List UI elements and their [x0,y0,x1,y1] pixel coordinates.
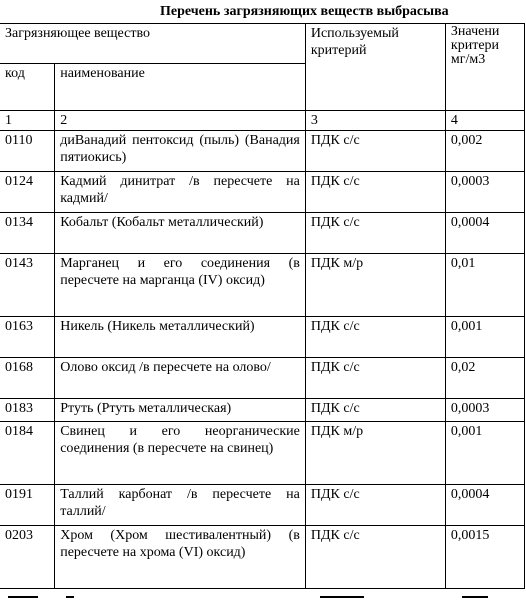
row-code: 0191 [0,484,56,526]
row-code: 0134 [0,212,56,254]
table-row: 0134 Кобальт (Кобальт металлический) ПДК… [0,212,526,254]
row-name: Хром (Хром шестивалентный) (в пересчете … [54,525,306,589]
row-criterion: ПДК с/с [304,357,446,399]
row-name: Ртуть (Ртуть металлическая) [54,398,306,422]
table-row: 0124 Кадмий динитрат /в пересчете на кад… [0,171,526,213]
header-value-line2: критери [450,38,500,53]
table-row: 0110 диВанадий пентоксид (пыль) (Ванадия… [0,130,526,172]
table-row: 0184 Свинец и его неорганические соедине… [0,421,526,485]
row-value: 0,0003 [444,398,526,422]
row-code: 0143 [0,253,56,317]
row-value: 0,0004 [444,212,526,254]
row-value: 0,0003 [444,171,526,213]
row-value: 0,0015 [444,525,526,589]
header-name: наименование [54,63,306,111]
row-name: Таллий карбонат /в пересчете на таллий/ [54,484,306,526]
table-row: 0163 Никель (Никель металлический) ПДК с… [0,316,526,358]
header-value-line3: мг/м3 [450,52,486,67]
row-name: Марганец и его соединения (в пересчете н… [54,253,306,317]
row-name: Кадмий динитрат /в пересчете на кадмий/ [54,171,306,213]
column-number-row: 1 2 3 4 [0,110,526,131]
row-value: 0,0004 [444,484,526,526]
header-value: Значени критери мг/м3 [444,23,526,111]
table-row: 0168 Олово оксид /в пересчете на олово/ … [0,357,526,399]
header-code: код [0,63,56,111]
row-value: 0,001 [444,316,526,358]
row-code: 0183 [0,398,56,422]
row-value: 0,02 [444,357,526,399]
row-code: 0168 [0,357,56,399]
column-number-4: 4 [444,110,526,131]
row-criterion: ПДК м/р [304,253,446,317]
row-name: Олово оксид /в пересчете на олово/ [54,357,306,399]
row-code: 0163 [0,316,56,358]
row-code: 0203 [0,525,56,589]
table-row: 0143 Марганец и его соединения (в пересч… [0,253,526,317]
column-number-2: 2 [54,110,306,131]
row-criterion: ПДК с/с [304,130,446,172]
header-row-group: Загрязняющее вещество Используемый крите… [0,23,526,111]
row-name: диВанадий пентоксид (пыль) (Ванадия пяти… [54,130,306,172]
column-number-1: 1 [0,110,56,131]
document-title: Перечень загрязняющих веществ выбрасыва [160,4,449,19]
header-criterion: Используемый критерий [304,23,446,111]
row-name: Кобальт (Кобальт металлический) [54,212,306,254]
row-name: Свинец и его неорганические соединения (… [54,421,306,485]
row-criterion: ПДК с/с [304,171,446,213]
row-code: 0124 [0,171,56,213]
row-code: 0110 [0,130,56,172]
row-criterion: ПДК с/с [304,484,446,526]
row-criterion: ПДК м/р [304,421,446,485]
pollutants-table: Загрязняющее вещество Используемый крите… [0,23,526,589]
row-value: 0,001 [444,421,526,485]
header-row-subcolumns: код наименование [0,63,525,111]
header-pollutant-group: Загрязняющее вещество [0,23,306,64]
row-criterion: ПДК с/с [304,212,446,254]
row-code: 0184 [0,421,56,485]
row-name: Никель (Никель металлический) [54,316,306,358]
table-row: 0183 Ртуть (Ртуть металлическая) ПДК с/с… [0,398,526,422]
table-row: 0191 Таллий карбонат /в пересчете на тал… [0,484,526,526]
header-value-line1: Значени [450,24,500,39]
column-number-3: 3 [304,110,446,131]
row-value: 0,002 [444,130,526,172]
table-row: 0203 Хром (Хром шестивалентный) (в перес… [0,525,526,589]
cropped-next-row-fragment [0,596,526,602]
row-criterion: ПДК с/с [304,316,446,358]
row-criterion: ПДК с/с [304,525,446,589]
row-value: 0,01 [444,253,526,317]
row-criterion: ПДК с/с [304,398,446,422]
